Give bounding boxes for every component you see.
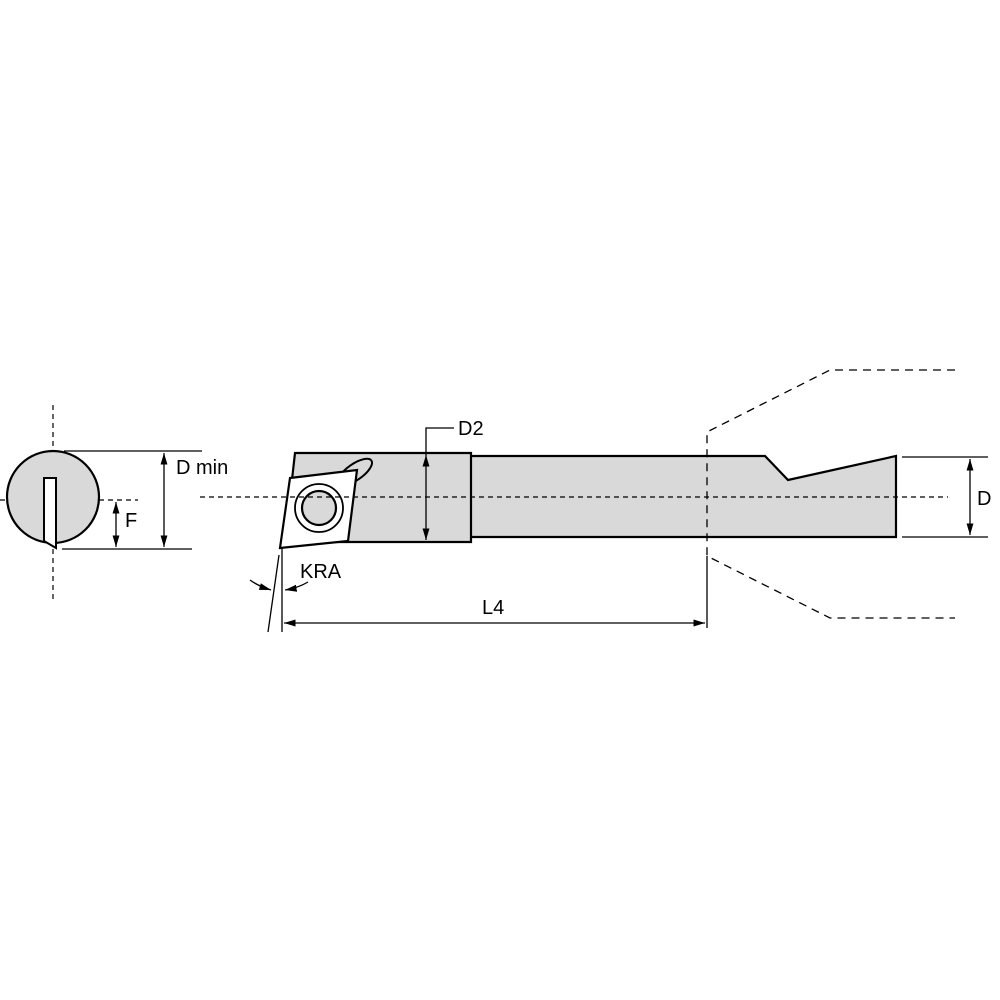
insert-screw xyxy=(300,489,338,527)
dmin-label: D min xyxy=(176,457,228,479)
end-view-insert-slot xyxy=(43,477,57,550)
holder-outline-dashed xyxy=(706,369,955,619)
d2-leader xyxy=(425,427,454,455)
d-label: D xyxy=(977,488,991,510)
side-view: D2 D L4 KRA xyxy=(200,369,991,633)
f-label: F xyxy=(125,510,137,532)
kra-angle-line xyxy=(267,554,280,633)
kra-right-arrow xyxy=(284,581,309,592)
l4-label: L4 xyxy=(482,597,504,619)
d2-label: D2 xyxy=(458,418,484,440)
kra-label: KRA xyxy=(300,561,342,583)
end-view: D min F xyxy=(0,405,228,600)
kra-left-arrow xyxy=(249,579,272,591)
